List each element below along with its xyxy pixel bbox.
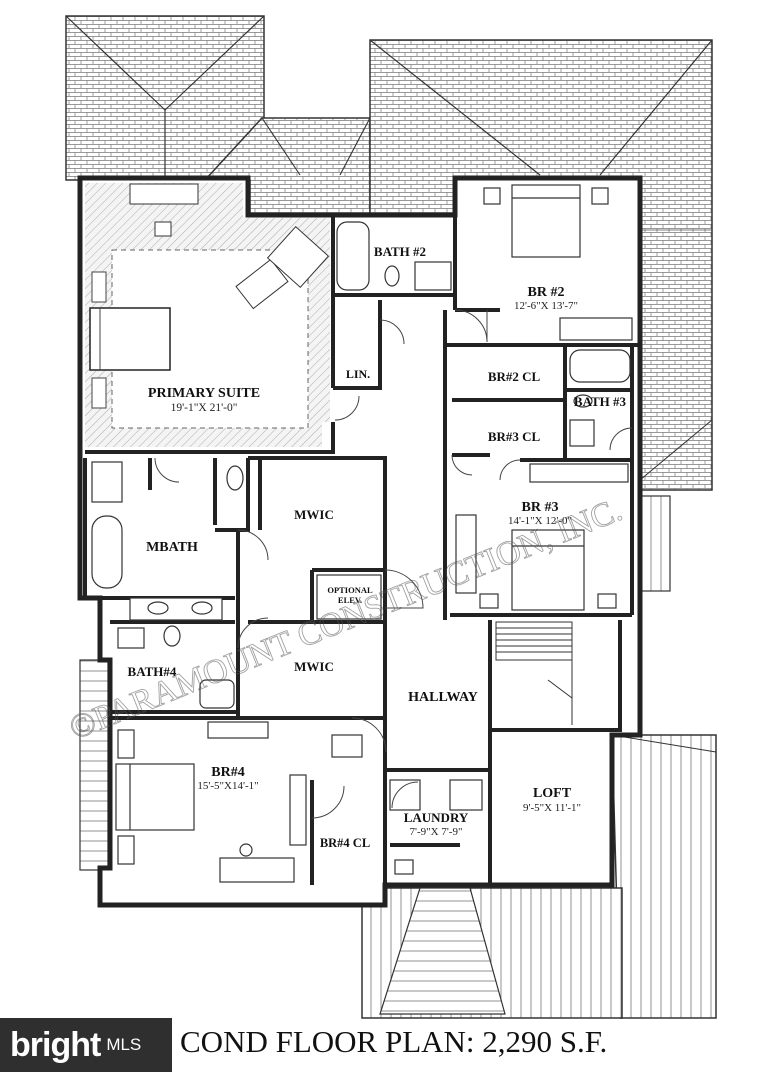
- room-labels: PRIMARY SUITE 19'-1"X 21'-0" BATH #2 BR …: [128, 244, 627, 850]
- logo-word: bright: [10, 1025, 101, 1064]
- room-label-br3-closet: BR#3 CL: [488, 429, 541, 444]
- stairs: [495, 621, 573, 725]
- room-label-loft: LOFT: [533, 786, 572, 801]
- room-label-hallway: HALLWAY: [408, 690, 478, 705]
- primary-suite-area: [85, 183, 330, 447]
- room-label-br2-closet: BR#2 CL: [488, 369, 541, 384]
- room-label-bath3: BATH #3: [574, 394, 627, 409]
- floor-plan-title: COND FLOOR PLAN: 2,290 S.F.: [180, 1024, 608, 1059]
- room-label-linen: LIN.: [346, 367, 370, 381]
- room-dims-br4: 15'-5"X14'-1": [197, 780, 258, 792]
- room-label-optional-elevator: OPTIONAL: [327, 585, 373, 595]
- deck-left: [79, 659, 109, 871]
- room-label-optional-elevator-2: ELEV.: [338, 595, 362, 605]
- room-dims-primary-suite: 19'-1"X 21'-0": [171, 402, 238, 414]
- room-label-mwic-lower: MWIC: [294, 659, 334, 674]
- room-dims-br2: 12'-6"X 13'-7": [514, 300, 578, 312]
- room-dims-loft: 9'-5"X 11'-1": [523, 802, 581, 814]
- room-label-br2: BR #2: [528, 285, 565, 300]
- room-label-bath2: BATH #2: [374, 244, 426, 259]
- room-label-primary-suite: PRIMARY SUITE: [148, 386, 260, 401]
- room-dims-laundry: 7'-9"X 7'-9": [410, 826, 463, 838]
- room-dims-br3: 14'-1"X 12'-0": [508, 515, 572, 527]
- room-label-mbath: MBATH: [146, 540, 198, 555]
- logo-suffix: MLS: [106, 1035, 142, 1054]
- room-label-mwic-upper: MWIC: [294, 507, 334, 522]
- room-label-bath4: BATH#4: [128, 664, 177, 679]
- deck-right: [611, 495, 717, 1019]
- fixtures: [91, 184, 633, 883]
- room-label-br4: BR#4: [211, 765, 244, 780]
- room-label-laundry: LAUNDRY: [404, 810, 469, 825]
- room-label-br3: BR #3: [522, 500, 559, 515]
- bright-mls-logo: bright MLS: [0, 1018, 172, 1072]
- room-label-br4-closet: BR#4 CL: [320, 836, 370, 850]
- deck-bottom: [361, 887, 623, 1019]
- door-swings: [154, 309, 633, 819]
